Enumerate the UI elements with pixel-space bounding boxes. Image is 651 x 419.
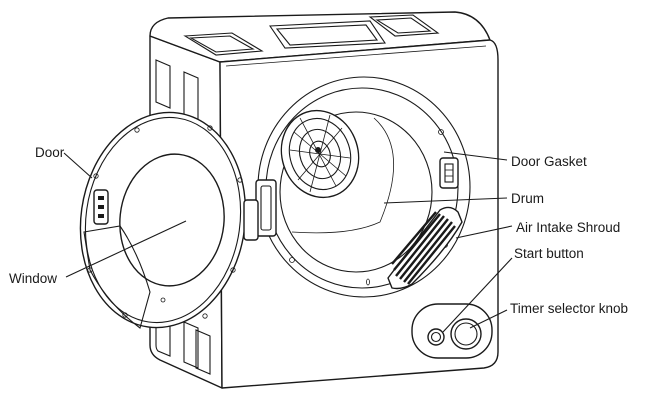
label-door-gasket: Door Gasket (511, 154, 587, 169)
top-vents (183, 14, 440, 56)
label-window: Window (9, 271, 57, 286)
door-window (119, 153, 225, 287)
drum-assembly (255, 76, 471, 298)
label-drum: Drum (511, 191, 544, 206)
label-start-button: Start button (514, 246, 584, 261)
label-air-intake-shroud: Air Intake Shroud (516, 220, 620, 235)
start-button-icon (427, 328, 445, 346)
leader-lines (63, 151, 513, 333)
open-door (79, 111, 259, 329)
label-timer-selector-knob: Timer selector knob (510, 301, 628, 316)
labels: Door Window Door Gasket Drum Air Intake … (9, 145, 628, 316)
door-latch (439, 157, 459, 189)
air-intake-grille (387, 206, 463, 290)
lint-filter-grid (280, 109, 360, 199)
control-panel (411, 303, 493, 359)
label-door: Door (35, 145, 65, 160)
hinge-icon (255, 179, 277, 237)
